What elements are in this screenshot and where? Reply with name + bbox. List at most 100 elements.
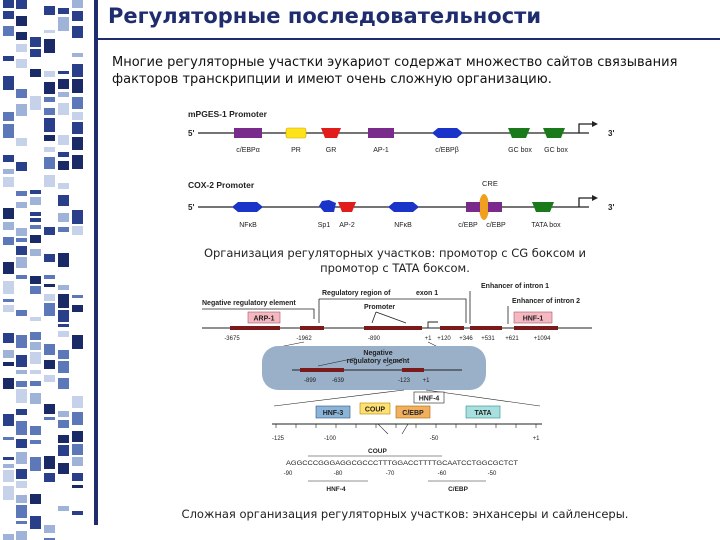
- box-hnf4-label: HNF-4: [419, 396, 440, 403]
- barcode-band: [72, 0, 83, 8]
- barcode-band: [30, 225, 41, 229]
- barcode-band: [72, 11, 83, 21]
- box-hnf3: [315, 405, 351, 419]
- barcode-band: [16, 238, 27, 242]
- barcode-band: [72, 335, 83, 349]
- barcode-band: [3, 177, 14, 187]
- box-coup: [359, 402, 391, 415]
- mpges-site-cebpa: [234, 128, 262, 138]
- barcode-band: [44, 135, 55, 141]
- barcode-band: [30, 69, 41, 77]
- mpges-3prime: 3': [608, 129, 614, 138]
- barcode-band: [30, 218, 41, 222]
- barcode-band: [3, 281, 14, 294]
- cox2-tss-arrow: [578, 197, 592, 207]
- barcode-band: [72, 137, 83, 150]
- barcode-band: [30, 235, 41, 243]
- barcode-band: [30, 190, 41, 194]
- barcode-band: [44, 525, 55, 533]
- barcode-band: [3, 155, 14, 162]
- barcode-band: [44, 404, 55, 414]
- low-tick-3: +1: [533, 436, 541, 442]
- barcode-band: [58, 420, 69, 428]
- barcode-band: [16, 452, 27, 464]
- cox2-site-nfkb1: [232, 202, 263, 212]
- barcode-band: [3, 169, 14, 174]
- barcode-band: [3, 208, 14, 219]
- barcode-band: [44, 303, 55, 316]
- barcode-band: [16, 439, 27, 448]
- barcode-band: [58, 8, 69, 14]
- barcode-band: [58, 17, 69, 31]
- top-segment-4: [440, 326, 464, 330]
- barcode-band: [3, 262, 14, 274]
- barcode-band: [16, 89, 27, 98]
- mpges-title: mPGES-1 Promoter: [188, 109, 268, 119]
- top-segment-1: [230, 326, 280, 330]
- top-tick-4: +120: [437, 336, 451, 342]
- barcode-band: [58, 103, 69, 115]
- barcode-band: [58, 331, 69, 337]
- barcode-band: [3, 56, 14, 61]
- cox2-site-tata: [532, 202, 554, 212]
- barcode-band: [30, 197, 41, 205]
- barcode-band: [44, 97, 55, 102]
- mid-tick-1: -639: [332, 378, 345, 384]
- barcode-band: [3, 26, 14, 36]
- barcode-band: [44, 39, 55, 53]
- top-tick-0: -3675: [224, 336, 240, 342]
- low-tick-1: -100: [324, 436, 337, 442]
- barcode-band: [3, 299, 14, 302]
- top-segment-3: [364, 326, 422, 330]
- barcode-band: [72, 473, 83, 481]
- seq-tick-2: -70: [386, 471, 395, 477]
- barcode-band: [44, 538, 55, 540]
- barcode-band: [44, 294, 55, 301]
- label-enhancer-intron1: Enhancer of intron 1: [481, 283, 549, 290]
- mpges-site-ap1: [368, 128, 394, 138]
- barcode-band: [3, 0, 14, 8]
- cox2-label-cebp2: c/EBP: [486, 222, 506, 229]
- seq-coup-label: COUP: [368, 448, 387, 455]
- top-tick-6: +531: [481, 336, 495, 342]
- barcode-band: [30, 516, 41, 529]
- barcode-band: [44, 175, 55, 187]
- barcode-band: [3, 414, 14, 426]
- barcode-band: [3, 350, 14, 358]
- barcode-band: [16, 495, 27, 503]
- barcode-band: [44, 157, 55, 169]
- barcode-band: [58, 445, 69, 456]
- cox2-label-ap2: AP-2: [339, 222, 355, 229]
- mpges-label-cebpa: c/EBPα: [236, 147, 260, 154]
- box-arp1: [247, 311, 281, 324]
- barcode-band: [16, 0, 27, 9]
- barcode-band: [58, 361, 69, 373]
- cox2-label-cebp1: c/EBP: [458, 222, 478, 229]
- barcode-band: [44, 6, 55, 15]
- regulatory-region-figure: Regulatory region of exon 1 Enhancer of …: [202, 283, 592, 493]
- barcode-band: [72, 457, 83, 466]
- cox2-label-nfkb2: NFκB: [394, 222, 412, 229]
- barcode-band: [44, 108, 55, 115]
- barcode-band: [16, 469, 27, 479]
- top-tick-3: +1: [425, 336, 433, 342]
- box-cebp: [395, 405, 431, 419]
- seq-tick-3: -60: [438, 471, 447, 477]
- barcode-band: [72, 210, 83, 224]
- barcode-band: [44, 227, 55, 235]
- barcode-band: [58, 324, 69, 327]
- barcode-band: [58, 161, 69, 170]
- barcode-band: [72, 431, 83, 442]
- barcode-band: [16, 355, 27, 367]
- barcode-band: [44, 344, 55, 355]
- seq-hnf4-label: HNF-4: [326, 486, 346, 493]
- neg-band-pointers: [317, 357, 405, 367]
- cox2-site-ap2: [338, 202, 356, 212]
- cox2-label-nfkb1: NFκB: [239, 222, 257, 229]
- barcode-band: [16, 505, 27, 518]
- barcode-band: [30, 381, 41, 386]
- barcode-band: [30, 37, 41, 47]
- mpges-tss-arrow: [578, 123, 592, 133]
- label-negative-element: Negative regulatory element: [202, 300, 296, 307]
- barcode-band: [72, 511, 83, 515]
